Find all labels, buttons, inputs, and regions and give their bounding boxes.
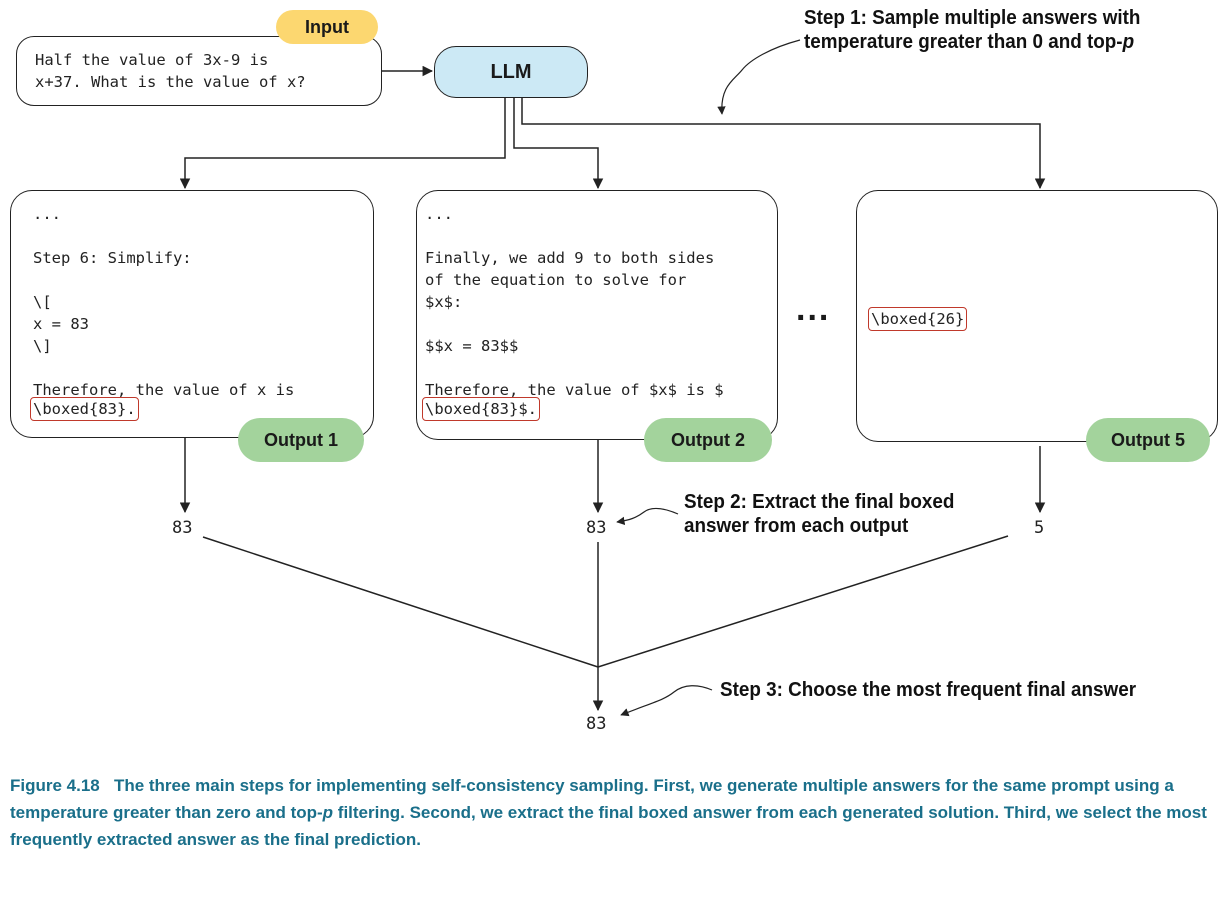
output2-text: ... Finally, we add 9 to both sides of t…: [425, 205, 724, 399]
step1-line1: Step 1: Sample multiple answers with: [804, 6, 1141, 29]
output2-boxed: \boxed{83}$.: [422, 397, 540, 421]
output5-tag: Output 5: [1086, 418, 1210, 462]
arrow-llm-to-output5: [521, 98, 1046, 190]
output5-box: \boxed{26}: [856, 190, 1218, 442]
arrow-llm-to-output2: [513, 98, 604, 190]
step2-pointer: [616, 507, 679, 526]
arrow-llm-to-output1: [179, 98, 506, 190]
input-box: Half the value of 3x-9 is x+37. What is …: [16, 36, 382, 106]
caption-figure-number: Figure 4.18: [10, 776, 100, 795]
llm-node: LLM: [434, 46, 588, 98]
output1-tag: Output 1: [238, 418, 364, 462]
input-tag: Input: [276, 10, 378, 44]
caption-italic: p: [322, 803, 334, 822]
figure-caption: Figure 4.18 The three main steps for imp…: [10, 772, 1225, 853]
merge-line-5: [597, 535, 1009, 668]
more-outputs-ellipsis: ...: [796, 290, 831, 328]
step1-pointer: [717, 39, 801, 115]
output2-tag: Output 2: [644, 418, 772, 462]
output1-boxed: \boxed{83}.: [30, 397, 139, 421]
output5-boxed: \boxed{26}: [868, 307, 968, 331]
caption-text-1: The three main steps for implementing se…: [10, 776, 1174, 822]
output1-boxed-wrap: \boxed{83}.: [30, 397, 139, 421]
output1-box: ... Step 6: Simplify: \[ x = 83 \] There…: [10, 190, 374, 438]
step3-pointer: [620, 685, 713, 717]
step3-label: Step 3: Choose the most frequent final a…: [720, 678, 1137, 701]
final-answer: 83: [586, 714, 607, 734]
merge-line-1: [202, 536, 599, 668]
answer-output5: 5: [1034, 518, 1045, 538]
output2-boxed-wrap: \boxed{83}$.: [422, 397, 540, 421]
input-text: Half the value of 3x-9 is x+37. What is …: [35, 51, 306, 91]
step2-line2: answer from each output: [684, 514, 909, 537]
step2-line1: Step 2: Extract the final boxed: [684, 490, 955, 513]
answer-output2: 83: [586, 518, 607, 538]
step2-label: Step 2: Extract the final boxed answer f…: [684, 490, 954, 538]
output5-boxed-wrap: \boxed{26}: [868, 307, 968, 331]
answer-output1: 83: [172, 518, 193, 538]
step1-label: Step 1: Sample multiple answers with tem…: [804, 6, 1140, 54]
step1-line2: temperature greater than 0 and top-p: [804, 30, 1135, 53]
output1-text: ... Step 6: Simplify: \[ x = 83 \] There…: [33, 205, 295, 399]
caption-text-2: filtering. Second, we extract the final …: [10, 803, 1207, 849]
output2-box: ... Finally, we add 9 to both sides of t…: [416, 190, 778, 440]
